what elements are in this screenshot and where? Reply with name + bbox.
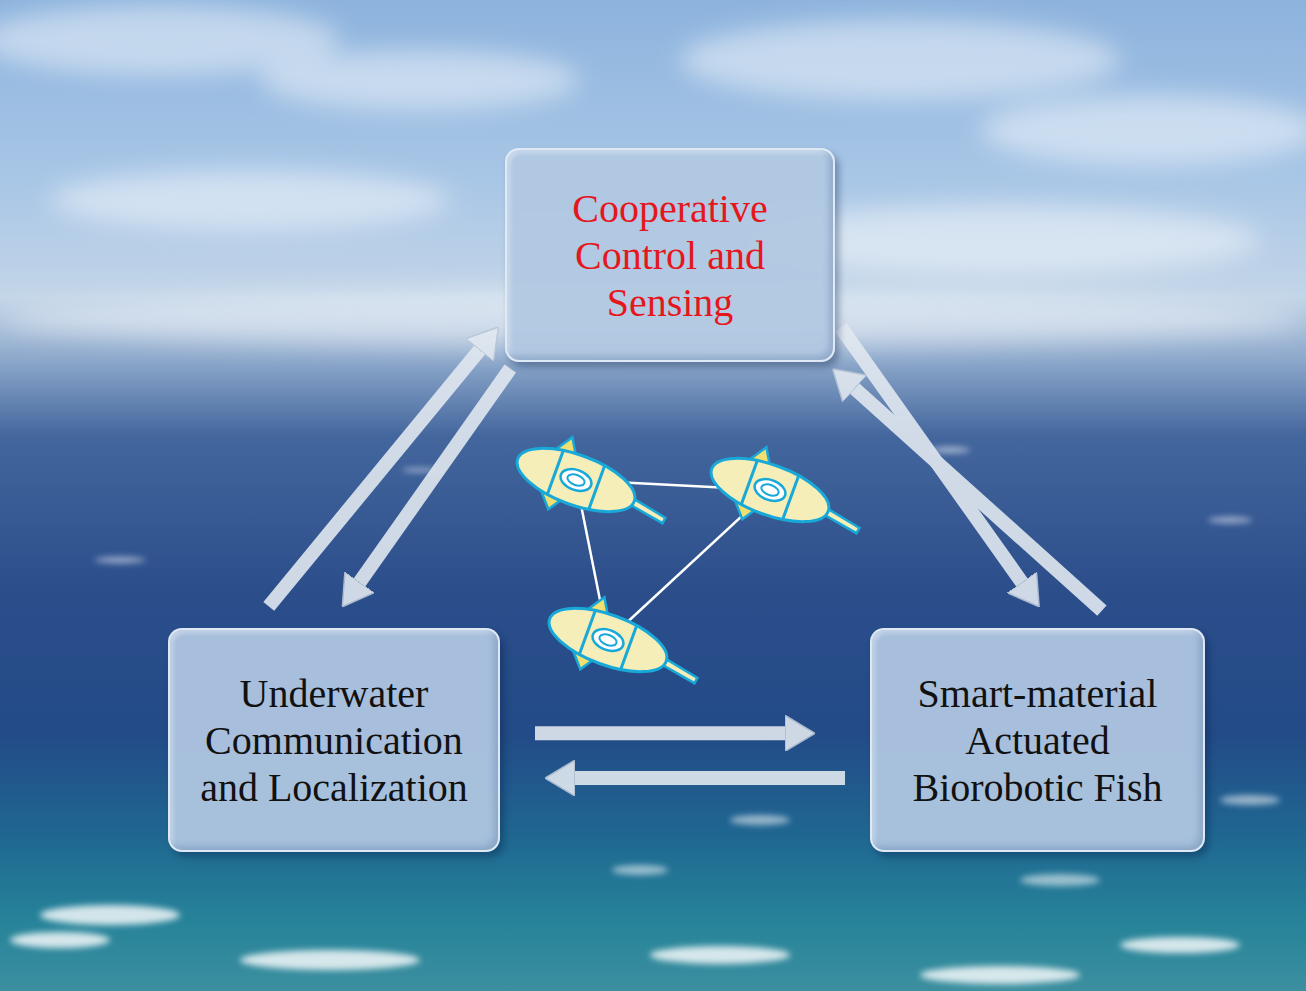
robotic-fish bbox=[537, 582, 712, 708]
arrow-connector bbox=[853, 387, 1102, 610]
process-box: Underwater Communication and Localizatio… bbox=[168, 628, 500, 852]
box-label: Cooperative Control and Sensing bbox=[527, 185, 813, 326]
process-box: Cooperative Control and Sensing bbox=[505, 148, 835, 362]
surf bbox=[10, 905, 1240, 984]
robotic-fish bbox=[505, 422, 680, 548]
arrow-connector bbox=[358, 369, 510, 584]
process-box: Smart-material Actuated Biorobotic Fish bbox=[870, 628, 1205, 852]
whitecaps bbox=[95, 447, 1280, 886]
robotic-fish bbox=[699, 432, 874, 558]
arrow-connector bbox=[573, 771, 845, 785]
box-label: Smart-material Actuated Biorobotic Fish bbox=[894, 670, 1181, 811]
box-label: Underwater Communication and Localizatio… bbox=[191, 670, 477, 811]
arrow-connector bbox=[535, 726, 787, 740]
